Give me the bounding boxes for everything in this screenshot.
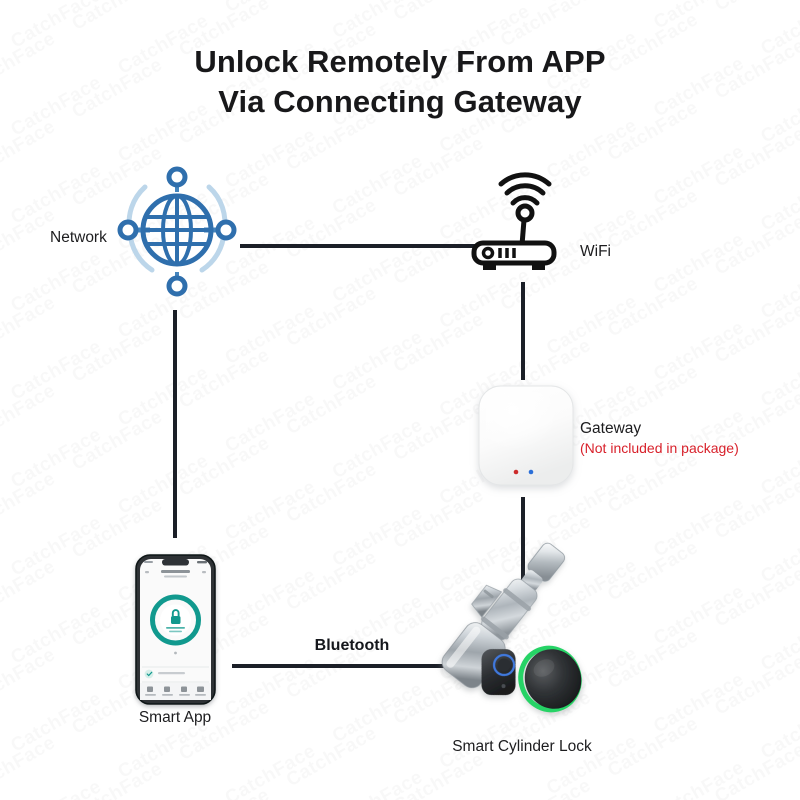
watermark-text: CatchFace CatchFace CatchFace CatchFace … bbox=[0, 330, 800, 800]
smart-app-label: Smart App bbox=[138, 709, 212, 726]
wifi-label: WiFi bbox=[580, 243, 611, 260]
globe-network-icon bbox=[117, 166, 237, 297]
title-line-2: Via Connecting Gateway bbox=[218, 84, 582, 119]
smart-lock-label: Smart Cylinder Lock bbox=[452, 738, 592, 755]
watermark-text: CatchFace CatchFace CatchFace CatchFace … bbox=[0, 374, 800, 800]
smart-lock-node[interactable] bbox=[420, 542, 610, 728]
gateway-label: Gateway bbox=[580, 420, 642, 437]
gateway-sublabel: (Not included in package) bbox=[580, 440, 739, 456]
wifi-router-icon bbox=[471, 172, 557, 270]
wifi-to-gateway-line bbox=[521, 282, 525, 380]
page-title: Unlock Remotely From APP Via Connecting … bbox=[0, 42, 800, 122]
wifi-node[interactable] bbox=[466, 172, 576, 280]
gateway-to-lock-line bbox=[521, 497, 525, 612]
smartphone-icon bbox=[135, 554, 216, 705]
smart-cylinder-lock-icon bbox=[441, 542, 582, 713]
watermark-text: CatchFace CatchFace CatchFace CatchFace … bbox=[0, 0, 800, 19]
network-to-wifi-line bbox=[240, 244, 478, 248]
network-label: Network bbox=[50, 229, 107, 246]
network-node[interactable] bbox=[112, 162, 242, 297]
title-line-1: Unlock Remotely From APP bbox=[194, 44, 606, 79]
network-to-app-line bbox=[173, 310, 177, 538]
watermark-text: CatchFace CatchFace CatchFace CatchFace … bbox=[0, 22, 800, 800]
gateway-hub-icon bbox=[478, 385, 574, 486]
bluetooth-label: Bluetooth bbox=[314, 637, 390, 654]
app-to-lock-line bbox=[232, 664, 473, 668]
gateway-node[interactable] bbox=[474, 382, 579, 492]
smart-app-node[interactable] bbox=[133, 552, 218, 707]
